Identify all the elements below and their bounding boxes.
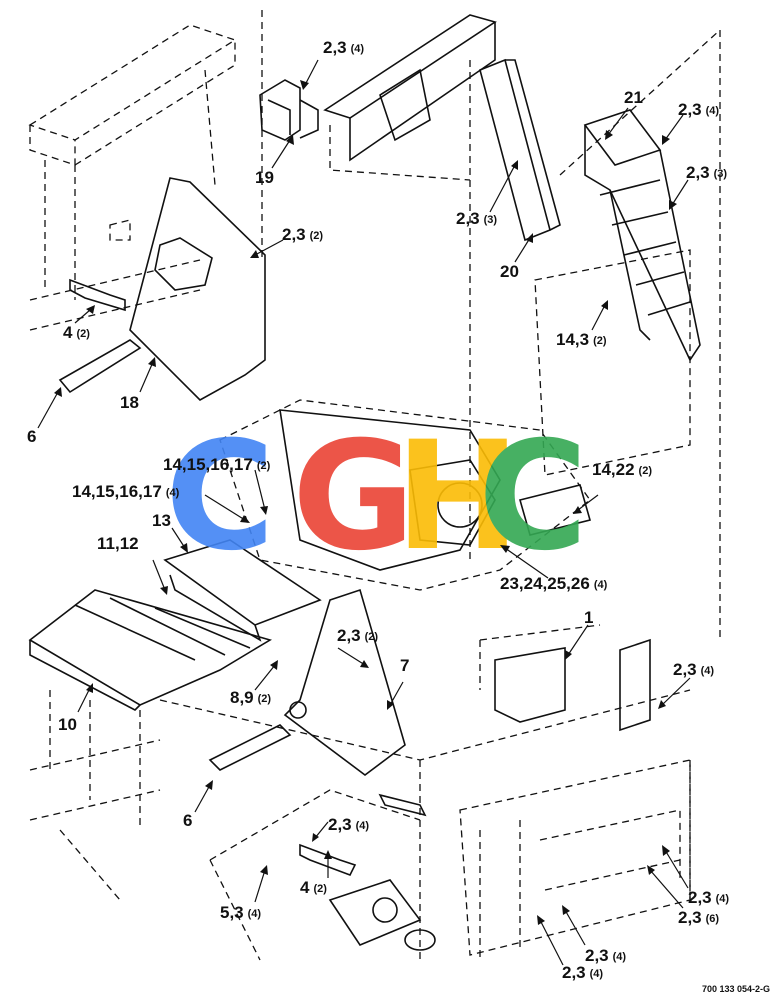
callout-label: 21: [624, 88, 643, 107]
callout-label: 14,22(2): [592, 460, 652, 479]
callout-label: 23,24,25,26(4): [500, 574, 608, 593]
callout-label: 2,3(2): [337, 626, 378, 645]
callout-label: 18: [120, 393, 139, 412]
callout-label: 2,3(4): [688, 888, 729, 907]
callout-label: 2,3(4): [585, 946, 626, 965]
callout-label: 13: [152, 511, 171, 530]
leader-lines: [37, 59, 691, 966]
callout-label: 8,9(2): [230, 688, 271, 707]
callout-label: 2,3(4): [673, 660, 714, 679]
callout-label: 2,3(4): [678, 100, 719, 119]
callout-label: 10: [58, 715, 77, 734]
callout-label: 1: [584, 608, 593, 627]
watermark-letter-c1: C: [165, 410, 275, 584]
callout-label: 2,3(2): [282, 225, 323, 244]
callout-label: 2,3(3): [456, 209, 497, 228]
frame-linework: [28, 10, 721, 961]
callout-label: 20: [500, 262, 519, 281]
callout-labels: 2,3(4) 19 2,3(2) 4(2) 18 6 2,3(3) 20 21 …: [27, 38, 729, 982]
callout-label: 2,3(4): [328, 815, 369, 834]
callout-label: 2,3(6): [678, 908, 719, 927]
callout-label: 6: [27, 427, 36, 446]
callout-label: 7: [400, 656, 409, 675]
callout-label: 14,15,16,17(4): [72, 482, 180, 501]
callout-label: 14,3(2): [556, 330, 607, 349]
callout-label: 2,3(4): [323, 38, 364, 57]
drawing-number: 700 133 054-2-G: [702, 984, 770, 994]
watermark-logo: C G H C: [165, 410, 588, 584]
watermark-letter-h: H: [395, 410, 521, 584]
callout-label: 14,15,16,17(2): [163, 455, 271, 474]
callout-label: 4(2): [63, 323, 90, 342]
watermark-letter-c2: C: [478, 410, 588, 584]
callout-label: 2,3(4): [562, 963, 603, 982]
callout-label: 19: [255, 168, 274, 187]
watermark-letter-g: G: [292, 410, 415, 584]
callout-label: 4(2): [300, 878, 327, 897]
callout-label: 6: [183, 811, 192, 830]
callout-label: 11,12: [97, 534, 139, 553]
callout-label: 2,3(3): [686, 163, 727, 182]
callout-label: 5,3(4): [220, 903, 261, 922]
